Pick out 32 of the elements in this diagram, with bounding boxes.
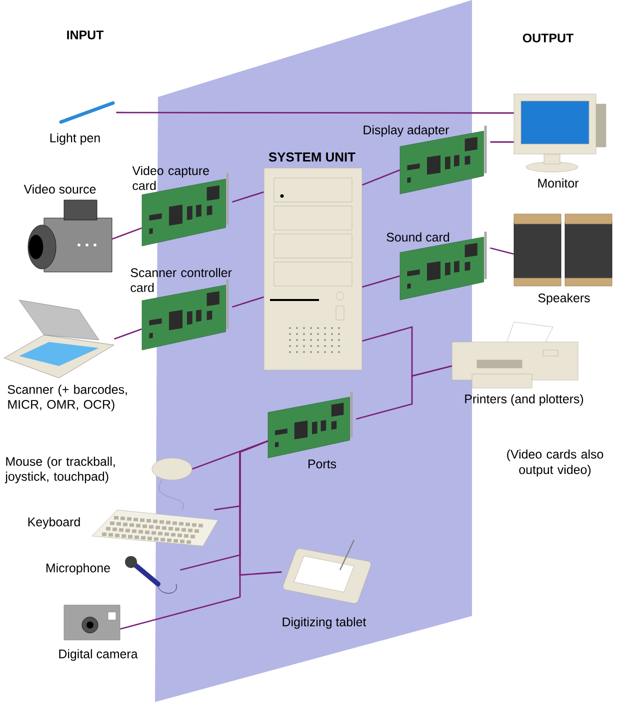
connector-line (356, 365, 452, 420)
connector-line (114, 328, 142, 340)
heading: OUTPUT (522, 34, 574, 42)
device-label: Printers (and plotters) (465, 394, 584, 406)
connector-line (112, 227, 142, 240)
device-label: Digitizing tablet (282, 617, 366, 629)
connector-line (362, 169, 400, 186)
device-label: Ports (308, 460, 336, 468)
device-label: Digital camera (59, 649, 138, 661)
device-label: Monitor (538, 178, 579, 188)
device-label: Display adapter (364, 125, 450, 137)
connector-line (232, 296, 264, 308)
note: (Video cards also output video) (507, 449, 604, 477)
device-label: Microphone (46, 563, 110, 575)
device-label: SYSTEM UNIT (268, 152, 356, 162)
device-label: Sound card (386, 232, 450, 242)
connector-line (116, 112, 514, 114)
connector-line (490, 247, 514, 255)
heading: INPUT (67, 30, 104, 40)
device-label: Video source (24, 184, 96, 194)
device-label: Keyboard (28, 517, 80, 529)
device-label: Speakers (538, 293, 590, 305)
device-label: Light pen (50, 133, 100, 145)
connector-line (362, 275, 400, 288)
connector-line (490, 141, 514, 143)
device-label: Mouse (or trackball, joystick, touchpad) (4, 456, 115, 484)
connector-line (192, 440, 268, 470)
connector-line (120, 440, 268, 630)
device-label: Scanner (+ barcodes, MICR, OMR, OCR) (8, 384, 127, 412)
device-label: Video capture card (132, 166, 209, 190)
connector-line (232, 191, 264, 203)
device-label: Scanner controller card (130, 268, 232, 292)
